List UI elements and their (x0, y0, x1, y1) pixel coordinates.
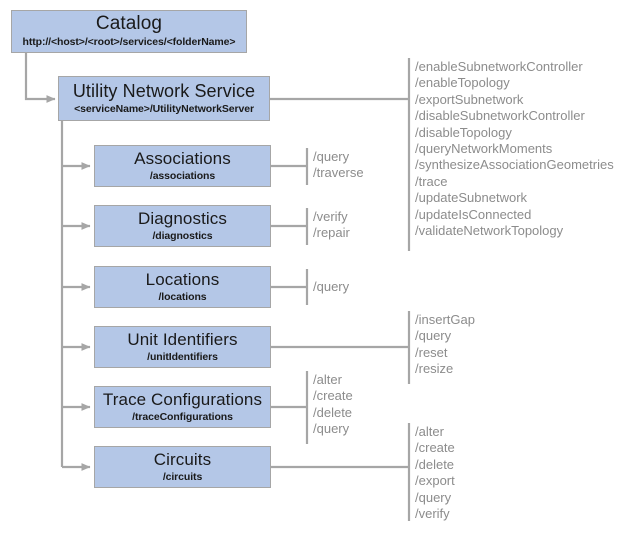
operations-list-associations: /query/traverse (313, 149, 364, 182)
operation-item: /export (415, 473, 455, 489)
operation-item: /synthesizeAssociationGeometries (415, 157, 614, 173)
operations-list-trace-configurations: /alter/create/delete/query (313, 372, 353, 438)
node-diagnostics[interactable]: Diagnostics /diagnostics (94, 205, 271, 247)
operation-item: /query (313, 279, 350, 294)
operation-item: /disableTopology (415, 124, 512, 140)
node-trace-configurations-subtitle: /traceConfigurations (132, 410, 233, 423)
operations-list-locations: /query (313, 279, 349, 295)
operation-item: /create (415, 440, 455, 456)
operation-item: /reset (415, 344, 448, 360)
node-locations[interactable]: Locations /locations (94, 266, 271, 308)
node-utility-network-service-title: Utility Network Service (72, 80, 256, 101)
node-utility-network-service-subtitle: <serviceName>/UtilityNetworkServer (74, 102, 254, 115)
node-trace-configurations-title: Trace Configurations (102, 389, 263, 409)
node-circuits-subtitle: /circuits (162, 470, 203, 483)
operation-item: /updateIsConnected (415, 206, 532, 222)
operations-list-unit-identifiers: /insertGap/query/reset/resize (415, 312, 475, 378)
operation-item: /query (415, 489, 452, 505)
node-associations-subtitle: /associations (149, 169, 216, 182)
operation-item: /query (313, 149, 350, 164)
operation-item: /traverse (313, 165, 364, 181)
operations-list-circuits: /alter/create/delete/export/query/verify (415, 424, 455, 522)
operation-item: /delete (313, 404, 353, 420)
operation-item: /updateSubnetwork (415, 190, 528, 206)
node-catalog-subtitle: http://<host>/<root>/services/<folderNam… (22, 36, 236, 49)
node-unit-identifiers-subtitle: /unitIdentifiers (147, 350, 218, 363)
node-catalog[interactable]: Catalog http://<host>/<root>/services/<f… (11, 10, 247, 53)
operation-item: /disableSubnetworkController (415, 108, 585, 124)
operation-item: /delete (415, 456, 455, 472)
operation-item: /alter (313, 372, 342, 387)
operation-item: /resize (415, 361, 454, 377)
node-trace-configurations[interactable]: Trace Configurations /traceConfiguration… (94, 386, 271, 428)
node-unit-identifiers-title: Unit Identifiers (127, 329, 238, 349)
node-locations-subtitle: /locations (158, 290, 207, 303)
node-associations[interactable]: Associations /associations (94, 145, 271, 187)
operation-item: /verify (313, 209, 348, 224)
operation-item: /exportSubnetwork (415, 91, 524, 107)
operation-item: /create (313, 388, 353, 404)
operation-item: /insertGap (415, 312, 475, 327)
node-unit-identifiers[interactable]: Unit Identifiers /unitIdentifiers (94, 326, 271, 368)
operation-item: /enableTopology (415, 75, 510, 91)
node-diagnostics-subtitle: /diagnostics (152, 229, 213, 242)
node-locations-title: Locations (145, 269, 220, 289)
operation-item: /alter (415, 424, 444, 439)
node-catalog-title: Catalog (95, 13, 163, 35)
operations-list-diagnostics: /verify/repair (313, 209, 350, 242)
operation-item: /trace (415, 173, 448, 189)
operation-item: /queryNetworkMoments (415, 141, 553, 157)
operation-item: /query (313, 421, 350, 437)
node-circuits-title: Circuits (153, 449, 212, 469)
node-associations-title: Associations (134, 148, 231, 168)
edge-catalog-to-service (24, 53, 56, 103)
node-diagnostics-title: Diagnostics (138, 208, 227, 228)
operation-item: /repair (313, 225, 350, 241)
operation-item: /query (415, 328, 452, 344)
node-utility-network-service[interactable]: Utility Network Service <serviceName>/Ut… (58, 76, 270, 121)
operation-item: /verify (415, 506, 450, 522)
operations-list-service: /enableSubnetworkController/enableTopolo… (415, 59, 614, 239)
operation-item: /validateNetworkTopology (415, 223, 564, 239)
node-circuits[interactable]: Circuits /circuits (94, 446, 271, 488)
operation-item: /enableSubnetworkController (415, 59, 583, 74)
